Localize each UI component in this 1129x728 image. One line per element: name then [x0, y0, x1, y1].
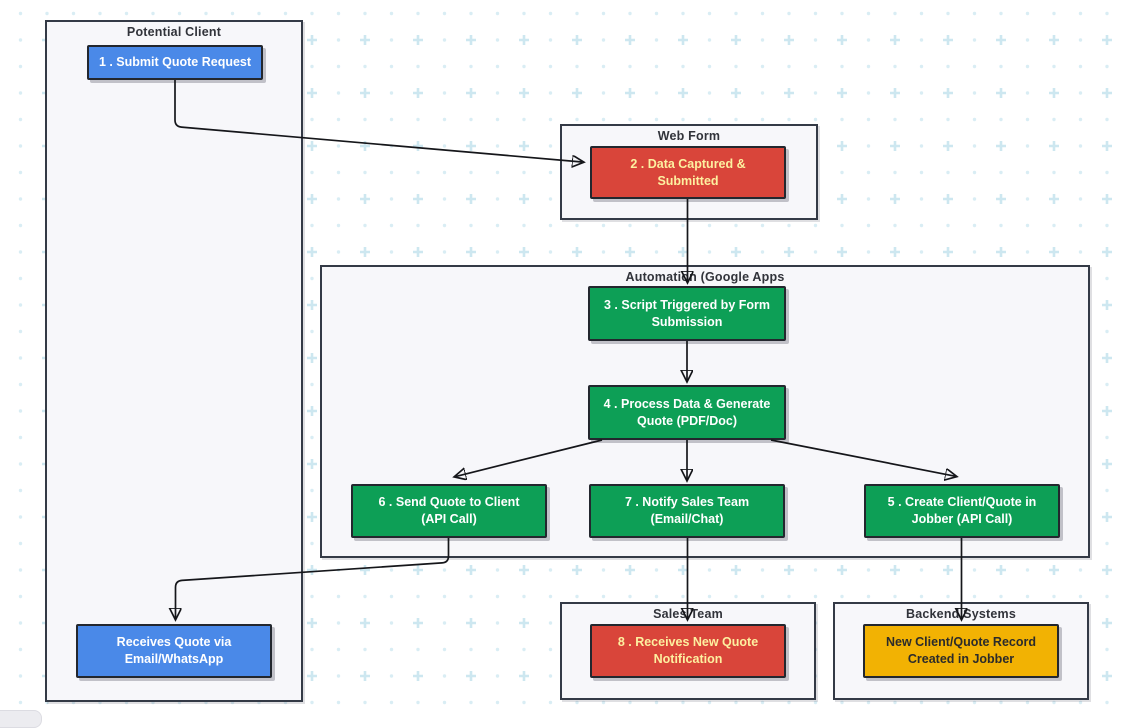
- subgraph-title: Potential Client: [126, 25, 222, 39]
- bottom-left-ui-fragment: [0, 710, 42, 728]
- flow-node-new-client-quote-record[interactable]: New Client/Quote Record Created in Jobbe…: [863, 624, 1059, 678]
- flow-node-submit-quote-request[interactable]: 1 . Submit Quote Request: [87, 45, 263, 80]
- flow-node-data-captured-submitted[interactable]: 2 . Data Captured & Submitted: [590, 146, 786, 199]
- subgraph-title: Automation (Google Apps: [625, 270, 785, 284]
- flow-node-send-quote-to-client[interactable]: 6 . Send Quote to Client (API Call): [351, 484, 547, 538]
- flow-node-create-client-quote-jobber[interactable]: 5 . Create Client/Quote in Jobber (API C…: [864, 484, 1060, 538]
- subgraph-potential-client[interactable]: Potential Client: [45, 20, 303, 702]
- subgraph-title: Web Form: [657, 129, 721, 143]
- flow-node-receives-quote-via-email-whatsapp[interactable]: Receives Quote via Email/WhatsApp: [76, 624, 272, 678]
- flow-node-script-triggered[interactable]: 3 . Script Triggered by Form Submission: [588, 286, 786, 341]
- flow-node-notify-sales-team[interactable]: 7 . Notify Sales Team (Email/Chat): [589, 484, 785, 538]
- flow-node-receives-new-quote-notification[interactable]: 8 . Receives New Quote Notification: [590, 624, 786, 678]
- subgraph-title: Backend Systems: [905, 607, 1016, 621]
- flow-node-process-data-generate-quote[interactable]: 4 . Process Data & Generate Quote (PDF/D…: [588, 385, 786, 440]
- subgraph-title: Sales Team: [653, 607, 723, 621]
